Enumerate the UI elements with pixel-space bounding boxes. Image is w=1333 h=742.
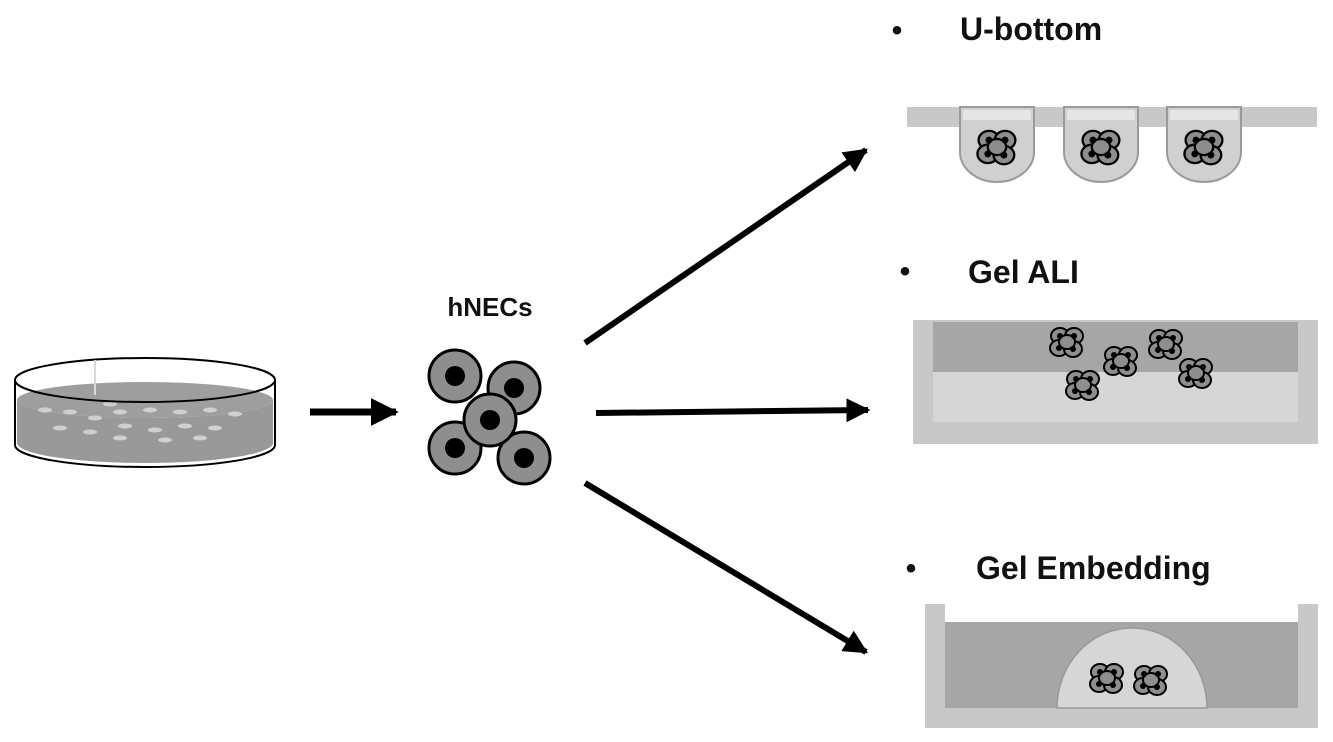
label-gel-ali: Gel ALI: [968, 254, 1079, 290]
cell: [462, 392, 518, 448]
bullet-gel-ali: •: [900, 255, 911, 288]
u-bottom-plate: [907, 106, 1317, 183]
bullet-u-bottom: •: [892, 14, 903, 47]
cell-cluster: [427, 348, 552, 486]
bullet-gel-embedding: •: [906, 552, 917, 585]
u-well: [1166, 106, 1242, 183]
u-well: [1063, 106, 1139, 183]
label-u-bottom: U-bottom: [960, 11, 1102, 47]
arrow-to-gel-ali: [595, 398, 871, 423]
label-gel-embedding: Gel Embedding: [976, 550, 1211, 586]
gel-embedding-well: [925, 604, 1318, 728]
cell: [427, 348, 483, 404]
cell: [496, 430, 552, 486]
petri-dish: [14, 357, 276, 468]
u-well: [959, 106, 1035, 183]
arrow-to-u-bottom: [583, 147, 868, 346]
gel-ali-well: [913, 320, 1318, 444]
cells-label: hNECs: [447, 292, 532, 322]
arrow-to-gel-embedding: [583, 480, 869, 655]
